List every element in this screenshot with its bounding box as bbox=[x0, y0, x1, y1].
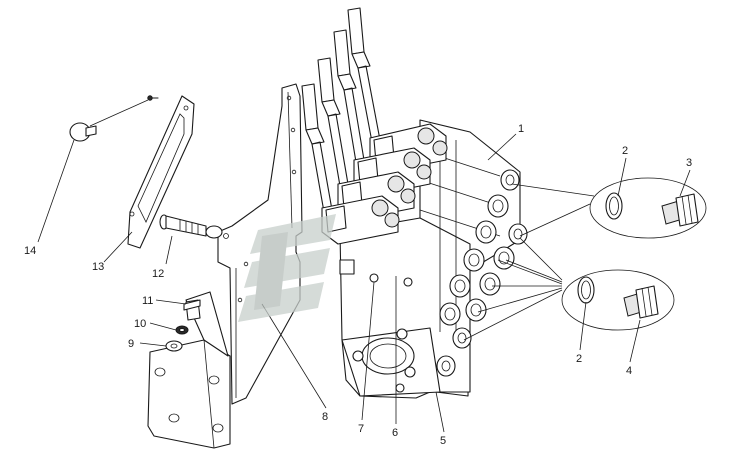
detail-upper bbox=[589, 177, 707, 239]
watermark-logo bbox=[238, 214, 336, 322]
callout-6: 6 bbox=[392, 427, 398, 439]
callout-labels: 1 2 3 2 4 5 6 7 8 9 10 11 12 13 14 bbox=[24, 123, 692, 447]
callout-13: 13 bbox=[92, 261, 104, 273]
callout-11: 11 bbox=[142, 295, 153, 307]
port-leaders bbox=[463, 183, 595, 341]
callout-14: 14 bbox=[24, 245, 36, 257]
gasket-plate bbox=[127, 95, 195, 249]
callout-2-lower: 2 bbox=[576, 353, 582, 365]
valve-body bbox=[339, 119, 528, 399]
rivet bbox=[69, 99, 149, 142]
bolt-11 bbox=[183, 299, 201, 321]
control-levers bbox=[301, 7, 381, 213]
callout-12: 12 bbox=[152, 268, 164, 280]
callout-5: 5 bbox=[440, 435, 446, 447]
small-screw bbox=[147, 95, 159, 101]
callout-7: 7 bbox=[358, 423, 364, 435]
callout-8: 8 bbox=[322, 411, 328, 423]
callout-10: 10 bbox=[134, 318, 146, 330]
spool-sections bbox=[321, 123, 448, 245]
washer-10 bbox=[175, 325, 189, 335]
callout-leaders bbox=[37, 133, 691, 433]
callout-3: 3 bbox=[686, 157, 692, 169]
detail-lower bbox=[561, 269, 675, 331]
callout-1: 1 bbox=[518, 123, 524, 135]
callout-2-upper: 2 bbox=[622, 145, 628, 157]
callout-9: 9 bbox=[128, 338, 134, 350]
washer-9 bbox=[165, 340, 183, 352]
bolt-12 bbox=[159, 214, 223, 239]
callout-4: 4 bbox=[626, 365, 632, 377]
